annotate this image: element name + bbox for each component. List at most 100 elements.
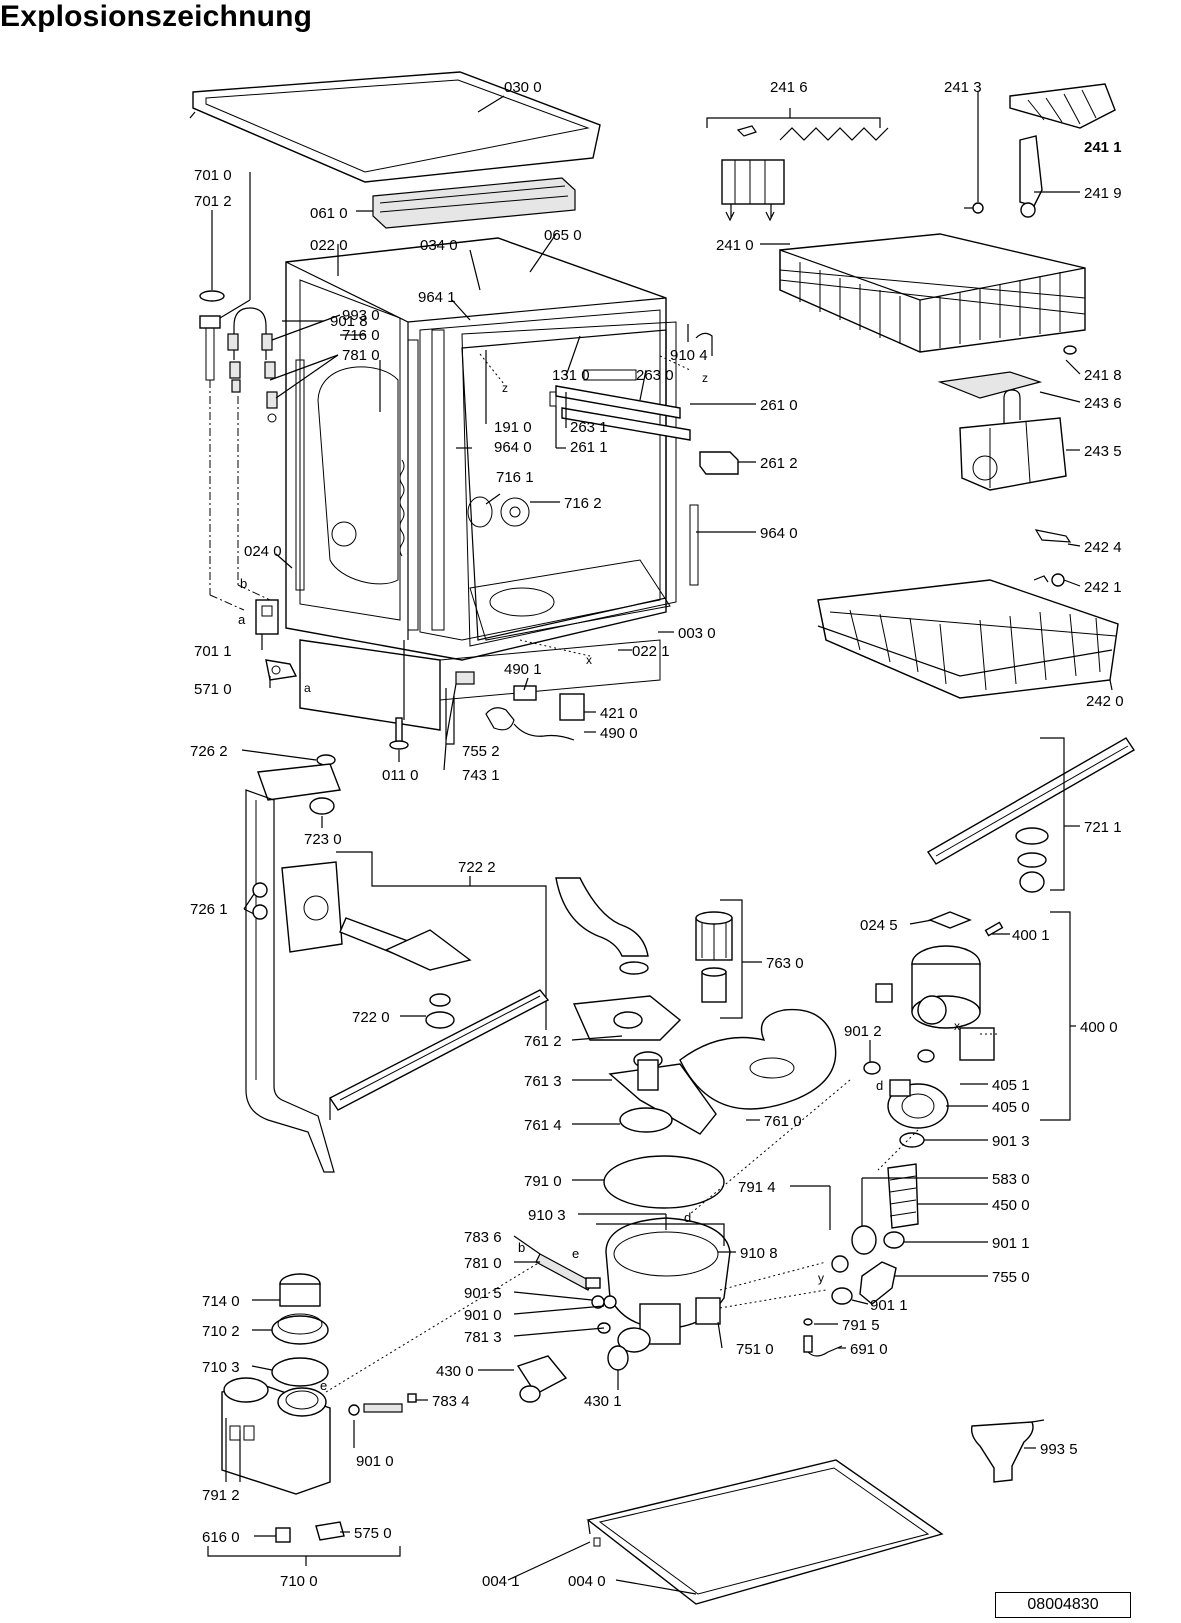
callout-421-0: 421 0 bbox=[600, 705, 638, 722]
callout-901-5: 901 5 bbox=[464, 1285, 502, 1302]
callout-783-6: 783 6 bbox=[464, 1229, 502, 1246]
callout-781-0-top: 781 0 bbox=[342, 347, 380, 364]
callout-131-0: 131 0 bbox=[552, 367, 590, 384]
callout-405-1: 405 1 bbox=[992, 1077, 1030, 1094]
callout-691-0: 691 0 bbox=[850, 1341, 888, 1358]
callout-241-8: 241 8 bbox=[1084, 367, 1122, 384]
callout-243-5: 243 5 bbox=[1084, 443, 1122, 460]
part-base-plate bbox=[586, 1459, 944, 1605]
part-sump-cover bbox=[608, 1051, 717, 1135]
part-seal-ring-791 bbox=[603, 1155, 725, 1209]
callout-024-0: 024 0 bbox=[244, 543, 282, 560]
callout-022-0: 022 0 bbox=[310, 237, 348, 254]
part-lower-spray-arm bbox=[328, 851, 550, 1120]
callout-710-0: 710 0 bbox=[280, 1573, 318, 1590]
callout-901-8: 901 8 bbox=[330, 313, 368, 330]
callout-004-1: 004 1 bbox=[482, 1573, 520, 1590]
callout-191-0: 191 0 bbox=[494, 419, 532, 436]
callout-723-0: 723 0 bbox=[304, 831, 342, 848]
callout-490-0: 490 0 bbox=[600, 725, 638, 742]
callout-910-3: 910 3 bbox=[528, 1207, 566, 1224]
callout-993-0: 993 0 bbox=[342, 307, 380, 324]
callout-722-2: 722 2 bbox=[458, 859, 496, 876]
callout-993-5: 993 5 bbox=[1040, 1441, 1078, 1458]
connector-e-sump: e bbox=[572, 1246, 579, 1261]
callout-910-8: 910 8 bbox=[740, 1245, 778, 1262]
part-upper-basket bbox=[779, 233, 1086, 353]
callout-783-4: 783 4 bbox=[432, 1393, 470, 1410]
callout-781-0-bottom: 781 0 bbox=[464, 1255, 502, 1272]
callout-901-0-a: 901 0 bbox=[464, 1307, 502, 1324]
connector-b-sump: b bbox=[518, 1240, 525, 1255]
part-funnel bbox=[970, 1419, 1045, 1483]
leader-lines bbox=[211, 92, 1113, 1595]
part-water-softener bbox=[207, 1273, 401, 1566]
callout-263-0: 263 0 bbox=[636, 367, 674, 384]
part-tub-frame bbox=[285, 237, 739, 731]
callout-761-2: 761 2 bbox=[524, 1033, 562, 1050]
callout-910-4: 910 4 bbox=[670, 347, 708, 364]
callout-430-0: 430 0 bbox=[436, 1363, 474, 1380]
callout-400-1: 400 1 bbox=[1012, 927, 1050, 944]
part-filter-plate bbox=[572, 995, 837, 1110]
connector-y-pipe: y bbox=[818, 1271, 824, 1285]
part-wire-691 bbox=[803, 1318, 843, 1357]
callout-242-0: 242 0 bbox=[1086, 693, 1124, 710]
part-elbow-755 bbox=[831, 1261, 897, 1305]
part-pump-housing-405 bbox=[887, 1079, 949, 1129]
part-lower-basket bbox=[817, 579, 1119, 699]
callout-714-0: 714 0 bbox=[202, 1293, 240, 1310]
callout-710-2: 710 2 bbox=[202, 1323, 240, 1340]
callout-901-3: 901 3 bbox=[992, 1133, 1030, 1150]
callout-242-4: 242 4 bbox=[1084, 539, 1122, 556]
part-insulation-strip bbox=[372, 177, 576, 229]
callout-241-9: 241 9 bbox=[1084, 185, 1122, 202]
callout-761-3: 761 3 bbox=[524, 1073, 562, 1090]
part-cap-241-8 bbox=[1063, 345, 1077, 355]
callout-030-0: 030 0 bbox=[504, 79, 542, 96]
callout-701-0: 701 0 bbox=[194, 167, 232, 184]
part-cutlery-cover bbox=[937, 371, 1043, 399]
callout-450-0: 450 0 bbox=[992, 1197, 1030, 1214]
callout-964-1: 964 1 bbox=[418, 289, 456, 306]
part-sump-751 bbox=[596, 1217, 731, 1353]
connector-x-base: x bbox=[586, 653, 592, 667]
part-foot-screw bbox=[389, 717, 409, 750]
part-pipe-elbow bbox=[555, 877, 649, 975]
callout-755-2: 755 2 bbox=[462, 743, 500, 760]
connection-lines bbox=[325, 353, 1000, 1393]
part-cutlery-basket bbox=[959, 389, 1067, 491]
connector-x-pump: x bbox=[954, 1019, 960, 1033]
callout-004-0: 004 0 bbox=[568, 1573, 606, 1590]
callout-701-2: 701 2 bbox=[194, 193, 232, 210]
part-wheel-242-1 bbox=[1033, 573, 1065, 587]
callout-964-0-b: 964 0 bbox=[760, 525, 798, 542]
callout-labels: 030 0 241 6 241 3 241 1 701 0 701 2 241 … bbox=[190, 79, 1124, 1590]
callout-710-3: 710 3 bbox=[202, 1359, 240, 1376]
part-hose-450 bbox=[831, 1163, 919, 1273]
callout-901-1-a: 901 1 bbox=[992, 1235, 1030, 1252]
callout-722-0: 722 0 bbox=[352, 1009, 390, 1026]
callout-034-0: 034 0 bbox=[420, 237, 458, 254]
callout-751-0: 751 0 bbox=[736, 1341, 774, 1358]
callout-761-4: 761 4 bbox=[524, 1117, 562, 1134]
callout-743-1: 743 1 bbox=[462, 767, 500, 784]
callout-716-2: 716 2 bbox=[564, 495, 602, 512]
callout-716-1: 716 1 bbox=[496, 469, 534, 486]
callout-726-1: 726 1 bbox=[190, 901, 228, 918]
connector-z-left: z bbox=[502, 381, 508, 395]
callout-721-1: 721 1 bbox=[1084, 819, 1122, 836]
connector-a-lower: a bbox=[304, 681, 311, 695]
callout-716-0: 716 0 bbox=[342, 327, 380, 344]
connector-b-top: b bbox=[240, 576, 247, 591]
callout-400-0: 400 0 bbox=[1080, 1019, 1118, 1036]
part-sensor-781 bbox=[535, 1253, 605, 1309]
callout-241-6: 241 6 bbox=[770, 79, 808, 96]
callout-571-0: 571 0 bbox=[194, 681, 232, 698]
connector-d-pump: d bbox=[876, 1078, 883, 1093]
part-rack-clips-241-6 bbox=[706, 108, 889, 222]
callout-901-1-b: 901 1 bbox=[870, 1297, 908, 1314]
callout-430-1: 430 1 bbox=[584, 1393, 622, 1410]
part-water-pipe-assembly bbox=[245, 754, 343, 1173]
